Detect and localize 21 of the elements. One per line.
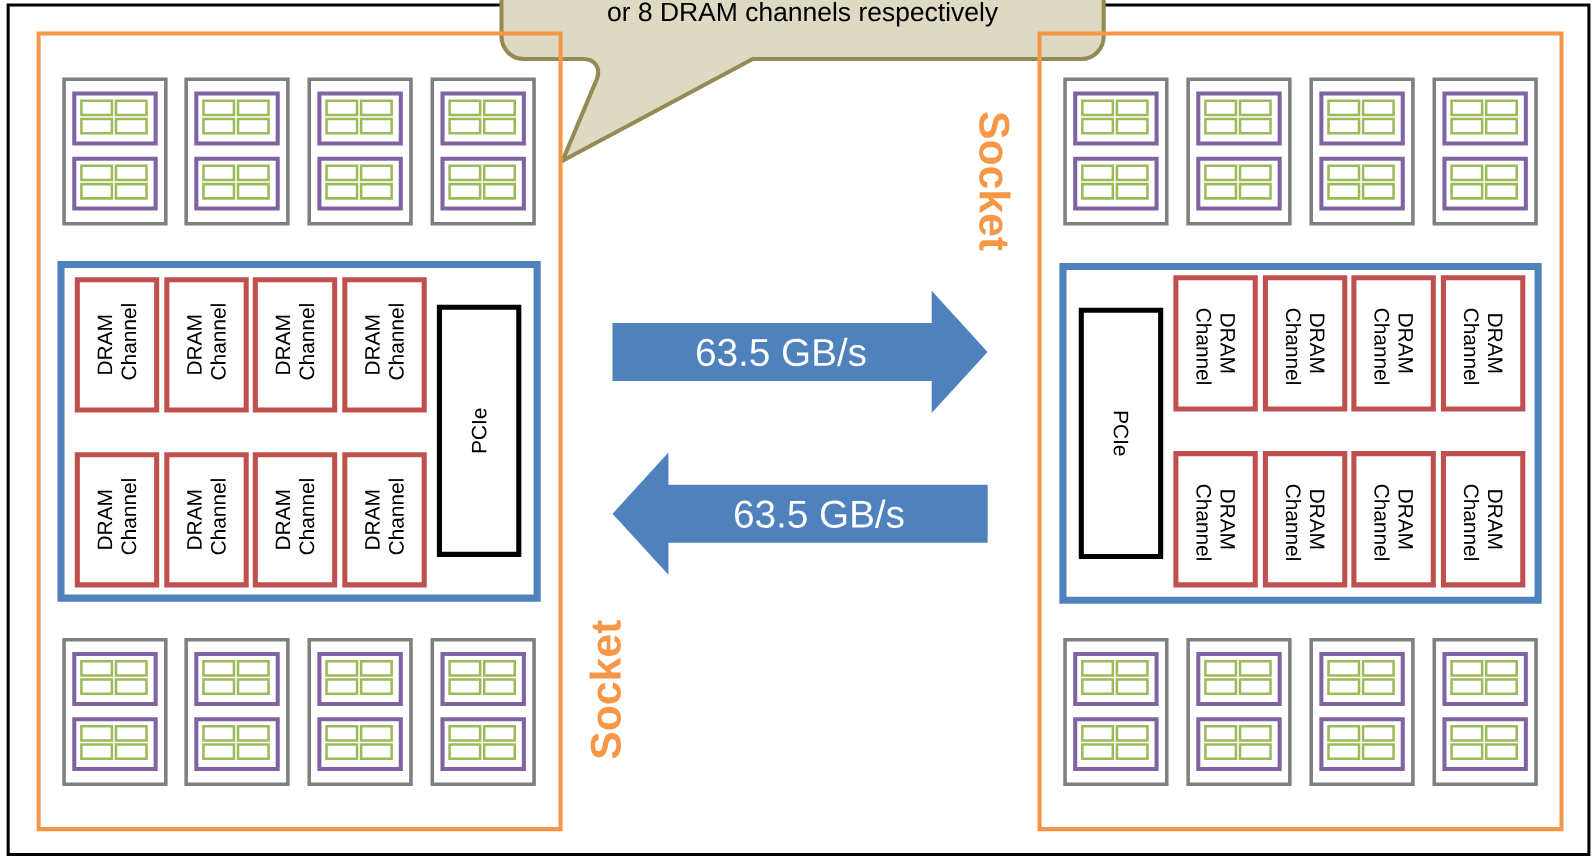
pcie-box: PCIe — [436, 304, 522, 557]
dram-channel-box: DRAM Channel — [1262, 274, 1348, 412]
dram-channel-box: DRAM Channel — [164, 451, 249, 588]
dram-channel-box: DRAM Channel — [1173, 450, 1258, 588]
dram-channel-box: DRAM Channel — [74, 276, 160, 413]
dram-channel-box: DRAM Channel — [164, 276, 249, 413]
dram-channel-box: DRAM Channel — [342, 451, 427, 588]
dram-channel-box: DRAM Channel — [1440, 450, 1526, 588]
edge-label: 63.5 GB/s — [735, 499, 904, 528]
dram-channel-box: DRAM Channel — [1173, 274, 1258, 412]
dram-channel-box: DRAM Channel — [1351, 450, 1436, 588]
dram-channel-box: DRAM Channel — [252, 276, 338, 413]
dram-channel-box: DRAM Channel — [1351, 274, 1436, 412]
edge-label: 63.5 GB/s — [697, 337, 866, 366]
socket-label: Socket — [589, 619, 621, 759]
dram-channel-box: DRAM Channel — [252, 451, 338, 588]
dram-channel-box: DRAM Channel — [1440, 274, 1526, 412]
dram-channel-box: DRAM Channel — [342, 276, 427, 413]
dram-channel-box: DRAM Channel — [74, 451, 160, 588]
dram-channel-box: DRAM Channel — [1262, 450, 1348, 588]
pcie-box: PCIe — [1078, 307, 1164, 559]
